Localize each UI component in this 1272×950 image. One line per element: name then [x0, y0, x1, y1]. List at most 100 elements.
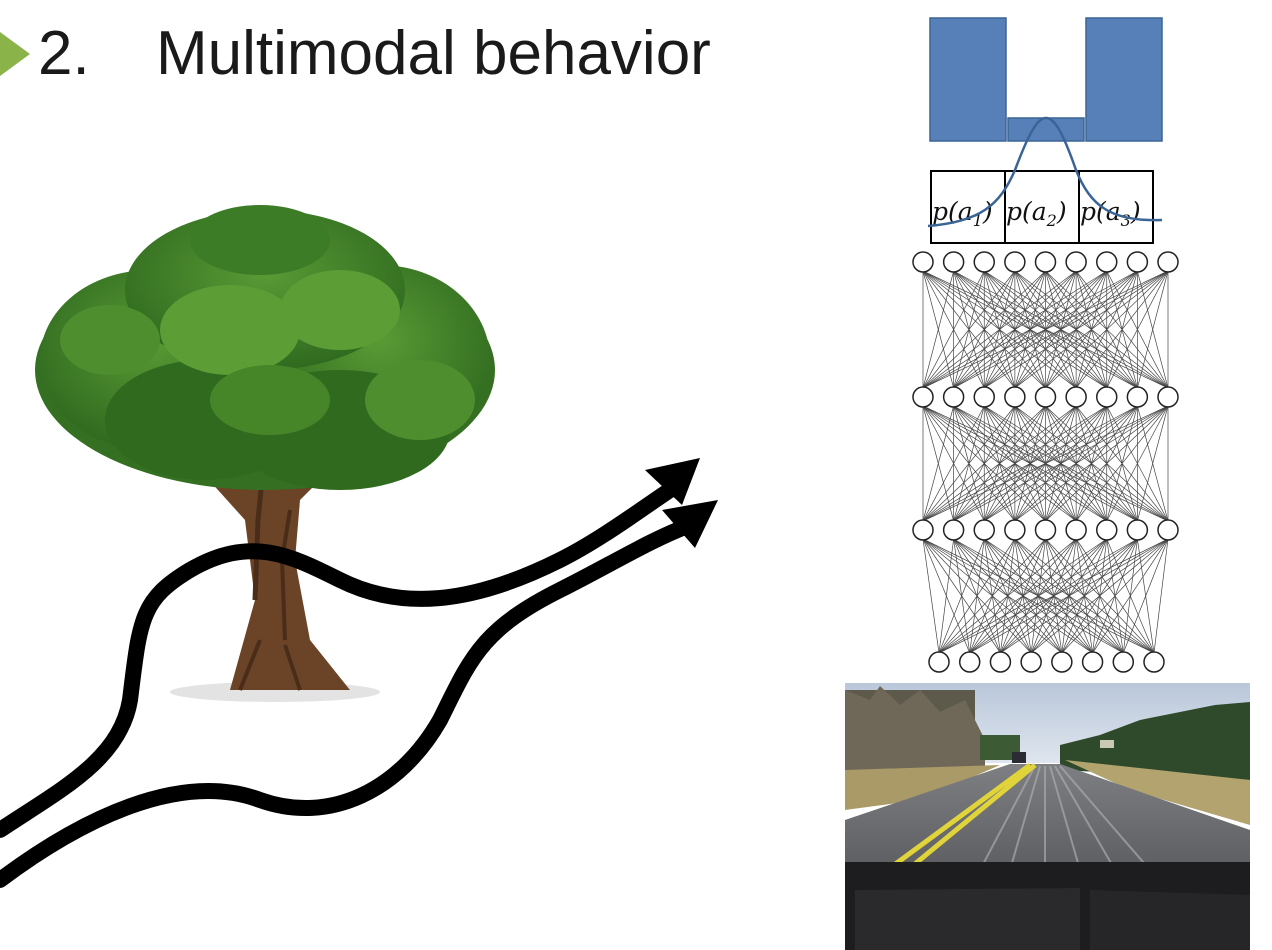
- photo-grass-right: [1065, 760, 1250, 825]
- network-edge: [1045, 270, 1169, 389]
- network-edge: [922, 270, 1138, 389]
- photo-yellow-line-2: [908, 763, 1037, 870]
- network-edge: [922, 270, 1107, 389]
- network-node-layer-3: [912, 519, 934, 541]
- network-edge: [922, 270, 1046, 389]
- network-edge: [938, 538, 1046, 654]
- photo-yellow-line-1: [888, 762, 1032, 871]
- prob-label-3: p(a3): [1080, 197, 1141, 230]
- photo-road-grooves: [979, 765, 1151, 871]
- network-edge: [1106, 270, 1169, 389]
- network-edge: [1014, 405, 1169, 522]
- network-node-layer-2: [942, 386, 965, 408]
- network-node-layer-4: [958, 651, 981, 673]
- trajectory-upper-arrowhead: [645, 458, 700, 505]
- network-edge: [1106, 405, 1169, 522]
- network-edge: [1061, 538, 1169, 654]
- network-node-layer-2: [1126, 386, 1149, 408]
- network-edge: [938, 538, 1107, 654]
- network-node-layer-2: [973, 386, 995, 408]
- network-edge: [984, 270, 1169, 389]
- network-edge: [922, 405, 985, 522]
- network-node-layer-4: [1143, 651, 1165, 673]
- network-edge: [953, 270, 1169, 389]
- network-node-layer-1: [1034, 251, 1057, 273]
- network-node-layer-3: [942, 519, 965, 541]
- network-node-layer-2: [1096, 386, 1118, 408]
- network-edge: [1000, 538, 1169, 654]
- network-edge: [938, 538, 1169, 654]
- network-node-layer-4: [928, 651, 950, 673]
- network-edge: [922, 405, 1046, 522]
- distribution-bar-3: [1085, 17, 1163, 142]
- network-node-layer-1: [973, 251, 995, 273]
- network-edge: [969, 538, 1169, 654]
- prob-cell-3: [1078, 170, 1154, 244]
- photo-grass-left: [845, 765, 1000, 810]
- network-edge: [1014, 270, 1169, 389]
- network-edge: [922, 405, 1169, 522]
- network-edge: [938, 538, 954, 654]
- network-node-layer-2: [1065, 386, 1087, 408]
- network-edge: [1030, 538, 1169, 654]
- trajectory-upper: [0, 482, 678, 838]
- network-edge: [938, 538, 1077, 654]
- network-node-layer-3: [1157, 519, 1179, 541]
- photo-road: [845, 764, 1250, 870]
- tree-foliage: [35, 205, 495, 490]
- network-node-layer-3: [1034, 519, 1057, 541]
- network-node-layer-2: [1034, 386, 1057, 408]
- network-edge: [1137, 405, 1169, 522]
- network-edge: [922, 405, 1107, 522]
- network-edge: [922, 270, 1016, 389]
- network-edge: [984, 405, 1169, 522]
- gaussian-curve: [927, 116, 1163, 228]
- network-node-layer-1: [912, 251, 934, 273]
- network-edge: [1092, 538, 1169, 654]
- network-node-layer-2: [1157, 386, 1179, 408]
- prob-label-1: p(a1): [932, 197, 993, 230]
- network-edge: [1122, 538, 1169, 654]
- network-nodes: [912, 251, 1179, 673]
- trajectory-lower: [0, 517, 698, 888]
- network-edge: [922, 405, 1138, 522]
- network-node-layer-4: [989, 651, 1012, 673]
- probability-cells: p(a1) p(a2) p(a3): [930, 170, 1154, 244]
- network-node-layer-1: [942, 251, 965, 273]
- network-node-layer-3: [973, 519, 995, 541]
- network-edge: [922, 270, 1169, 389]
- network-edge: [953, 405, 1169, 522]
- network-node-layer-1: [1157, 251, 1179, 273]
- network-edge: [938, 538, 985, 654]
- trajectory-lower-arrowhead: [662, 500, 718, 548]
- network-edge: [1075, 405, 1169, 522]
- network-node-layer-3: [1004, 519, 1026, 541]
- network-node-layer-3: [1096, 519, 1118, 541]
- network-node-layer-1: [1126, 251, 1149, 273]
- slide-title: Multimodal behavior: [156, 19, 711, 88]
- network-node-layer-1: [1096, 251, 1118, 273]
- network-edge: [1153, 538, 1169, 654]
- network-node-layer-2: [1004, 386, 1026, 408]
- network-edge: [922, 270, 1077, 389]
- prob-label-2: p(a2): [1006, 197, 1067, 230]
- network-edge: [938, 538, 1138, 654]
- bullet-arrow-icon: [0, 32, 30, 76]
- network-edge: [922, 270, 985, 389]
- network-edge: [922, 405, 954, 522]
- network-edge: [922, 405, 1077, 522]
- photo-trees-right: [1060, 702, 1250, 780]
- network-edge: [1137, 270, 1169, 389]
- network-edges: [922, 270, 1169, 654]
- network-node-layer-3: [1126, 519, 1149, 541]
- photo-car: [1012, 752, 1026, 763]
- network-node-layer-1: [1004, 251, 1026, 273]
- network-node-layer-1: [1065, 251, 1087, 273]
- network-node-layer-4: [1081, 651, 1104, 673]
- network-edge: [922, 538, 940, 654]
- network-edge: [922, 405, 1016, 522]
- network-edge: [1045, 405, 1169, 522]
